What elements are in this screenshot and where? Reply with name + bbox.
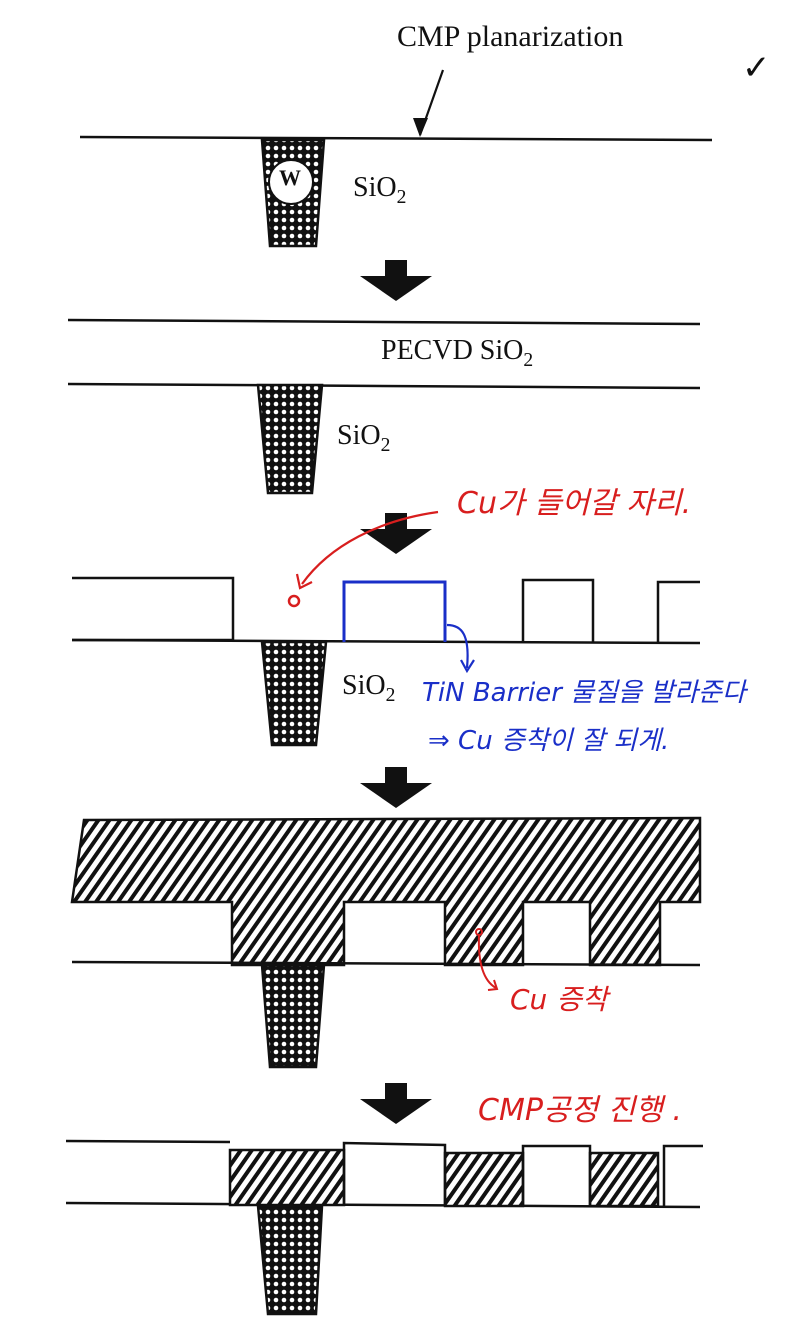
step-4-cu-deposition (70, 816, 702, 1069)
step-3-trench-etch (71, 510, 701, 747)
tungsten-plug (256, 1204, 324, 1316)
step-1-cmp-planarization (79, 69, 713, 248)
sio2-label: SiO2 (342, 670, 396, 706)
tungsten-label: W (279, 165, 301, 190)
tungsten-plug (260, 963, 326, 1069)
pecvd-sio2-label: PECVD SiO2 (381, 335, 534, 371)
step-2-pecvd-deposition (67, 318, 701, 495)
copper-line (443, 1151, 525, 1208)
cu-site-annotation: Cu가 들어갈 자리. (457, 486, 692, 521)
step-5-cmp-result (65, 1139, 703, 1316)
sio2-label: SiO2 (337, 420, 391, 456)
cu-deposition-reason-annotation: ⇒ Cu 증착이 잘 되게. (428, 726, 670, 756)
down-arrow-icon (360, 767, 432, 808)
cmp-planarization-label: CMP planarization (397, 20, 624, 53)
tin-barrier-outline (342, 580, 447, 642)
down-arrow-icon (360, 260, 432, 301)
copper-layer (70, 816, 702, 967)
down-arrow-icon (360, 1083, 432, 1124)
cu-deposition-annotation: Cu 증착 (510, 983, 608, 1016)
check-mark-icon: ✓ (742, 48, 771, 88)
down-arrow-icon (360, 513, 432, 554)
tungsten-plug (260, 640, 328, 747)
tungsten-plug (256, 383, 324, 495)
cmp-process-annotation: CMP공정 진행 . (478, 1093, 682, 1128)
tin-barrier-annotation: TiN Barrier 물질을 발라준다 (422, 678, 746, 708)
sio2-label: SiO2 (353, 172, 407, 208)
copper-line (588, 1151, 660, 1208)
copper-line (228, 1148, 346, 1207)
